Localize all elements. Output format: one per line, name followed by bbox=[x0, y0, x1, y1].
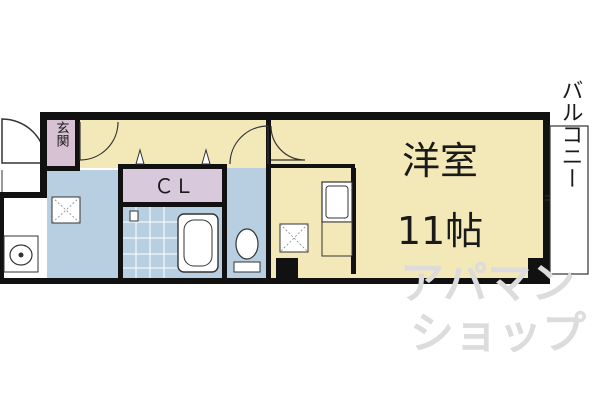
door-swing-closet bbox=[229, 125, 269, 165]
genkan-label: 玄関 bbox=[54, 121, 70, 148]
western-room-size: 11帖 bbox=[397, 209, 483, 253]
balcony bbox=[549, 125, 589, 275]
door-swing-room bbox=[270, 125, 306, 161]
balcony-label: バルコニー bbox=[558, 79, 583, 189]
closet-floor bbox=[122, 168, 226, 206]
watermark-logo: アパマン ショップ bbox=[400, 258, 586, 359]
shower-icon bbox=[129, 210, 139, 222]
genkan-floor bbox=[47, 120, 75, 170]
hallway-floor bbox=[80, 120, 270, 168]
walls bbox=[0, 112, 550, 284]
door-swing-hall bbox=[79, 121, 119, 161]
bathtub-icon bbox=[177, 213, 219, 273]
bath-tiles bbox=[122, 206, 178, 280]
washroom-floor bbox=[47, 170, 122, 280]
floor-drain-kitchen bbox=[279, 223, 309, 253]
svg-text:アパマン: アパマン bbox=[400, 258, 575, 309]
closet-label: ＣＬ bbox=[154, 174, 194, 198]
svg-text:ショップ: ショップ bbox=[410, 308, 586, 359]
western-room-name: 洋室 bbox=[402, 139, 478, 183]
toilet-floor bbox=[226, 168, 270, 280]
kitchen-sink-icon bbox=[321, 181, 353, 257]
closet-door-marks bbox=[135, 148, 211, 165]
floor-drain-washroom bbox=[51, 196, 81, 224]
door-swing-entrance bbox=[1, 118, 47, 164]
washbasin-icon bbox=[3, 235, 39, 273]
toilet-icon bbox=[233, 228, 261, 273]
